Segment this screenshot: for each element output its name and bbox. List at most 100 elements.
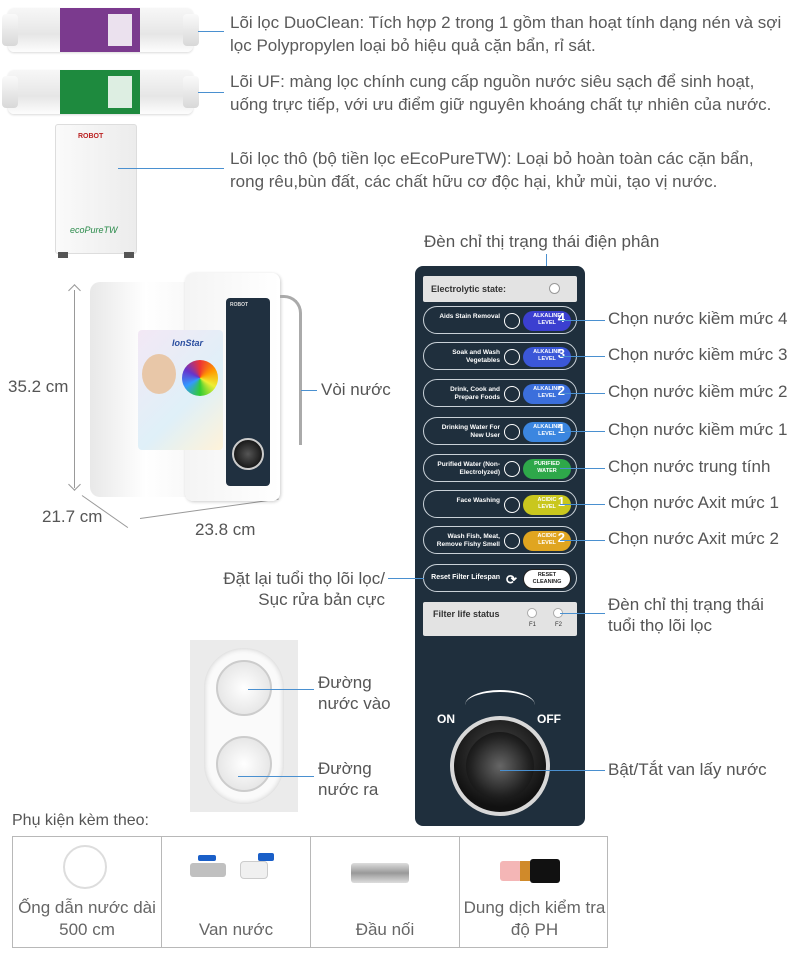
mode-pill-top: ACIDIC — [537, 533, 557, 539]
mode-pill-bottom: LEVEL — [538, 393, 556, 399]
reset-callout: Đặt lại tuổi thọ lõi lọc/ Sục rửa bản cự… — [223, 569, 385, 609]
filter-status-callout: Đèn chỉ thị trạng thái tuổi thọ lõi lọc — [608, 595, 764, 635]
filter-f1-light — [527, 608, 537, 618]
accessory-valve: Van nước — [162, 837, 311, 947]
accessories-table: Ống dẫn nước dài 500 cm Van nước Đầu nối… — [12, 836, 608, 948]
mode-callout-6: Chọn nước Axit mức 1 — [608, 493, 779, 512]
accessories-title: Phụ kiện kèm theo: — [12, 812, 149, 829]
mode-pill-top: ALKALINE — [533, 313, 561, 319]
mode-pill-top: ALKALINE — [533, 386, 561, 392]
mode-icon — [504, 461, 520, 477]
machine-brand: ROBOT — [230, 302, 249, 308]
callout-line — [560, 468, 605, 469]
reset-filter-text: Reset Filter Lifespan — [431, 574, 500, 581]
water-inlet-label: Đường nước vào — [318, 673, 391, 713]
electrolytic-status-label: Electrolytic state: — [431, 284, 507, 294]
water-ports-image — [190, 640, 298, 812]
ph-test-image — [500, 861, 522, 881]
mode-pill-bottom: LEVEL — [538, 540, 556, 546]
mode-icon — [504, 386, 520, 402]
mode-button-text: Drink, Cook and Prepare Foods — [450, 386, 500, 401]
machine-mini-panel: ROBOT — [226, 298, 270, 486]
depth-label: 21.7 cm — [42, 507, 103, 526]
mode-button-text: Face Washing — [456, 497, 500, 504]
accessory-ph-test-label: Dung dịch kiểm tra độ PH — [463, 898, 606, 939]
accessory-hose: Ống dẫn nước dài 500 cm — [13, 837, 162, 947]
accessory-hose-label: Ống dẫn nước dài 500 cm — [18, 898, 156, 939]
accessory-ph-test: Dung dịch kiểm tra độ PH — [460, 837, 609, 947]
water-inlet-port — [216, 660, 272, 716]
water-outlet-port — [216, 736, 272, 792]
machine-series: IonStar — [172, 338, 204, 348]
accessory-connector-label: Đầu nối — [355, 920, 415, 939]
callout-line — [560, 431, 605, 432]
prefilter-description: Lõi lọc thô (bộ tiền lọc eEcoPureTW): Lo… — [230, 149, 754, 191]
off-label: OFF — [537, 712, 561, 726]
mode-pill-bottom: LEVEL — [538, 356, 556, 362]
mode-icon — [504, 349, 520, 365]
callout-line — [560, 540, 605, 541]
mode-icon — [504, 497, 520, 513]
mode-button-text: Soak and Wash Vegetables — [452, 349, 500, 364]
mode-pill-number: 1 — [557, 421, 565, 436]
accessory-connector: Đầu nối — [311, 837, 460, 947]
mode-pill-top: ACIDIC — [537, 497, 557, 503]
faucet-label: Vòi nước — [321, 380, 391, 399]
water-outlet-label: Đường nước ra — [318, 759, 379, 799]
mode-button-5[interactable]: Purified Water (Non-Electrolyzed)PURIFIE… — [423, 454, 577, 482]
knob-arc-arrow — [465, 690, 535, 720]
mode-callout-5: Chọn nước trung tính — [608, 457, 771, 476]
mode-pill-number: 2 — [557, 383, 565, 398]
mode-callout-1: Chọn nước kiềm mức 4 — [608, 309, 788, 328]
prefilter-logo: ecoPureTW — [70, 225, 118, 235]
filter-f1-label: F1 — [529, 622, 537, 628]
mode-callout-4: Chọn nước kiềm mức 1 — [608, 420, 788, 439]
reset-filter-button[interactable]: Reset Filter Lifespan ⟳ RESET CLEANING — [423, 564, 577, 592]
reset-pill-bottom: CLEANING — [532, 579, 562, 585]
hose-image — [63, 845, 107, 889]
mode-button-text: Purified Water (Non-Electrolyzed) — [437, 461, 500, 476]
mode-pill-number: 3 — [557, 346, 565, 361]
height-label: 35.2 cm — [8, 377, 69, 396]
width-label: 23.8 cm — [195, 520, 256, 539]
mode-callout-7: Chọn nước Axit mức 2 — [608, 529, 779, 548]
mode-pill-bottom: WATER — [537, 468, 557, 474]
mode-pill-bottom: LEVEL — [538, 320, 556, 326]
mode-pill-bottom: LEVEL — [538, 431, 556, 437]
mode-button-7[interactable]: Wash Fish, Meat, Remove Fishy Smell ACIDI… — [423, 526, 577, 554]
mode-callout-2: Chọn nước kiềm mức 3 — [608, 345, 788, 364]
mode-pill-top: ALKALINE — [533, 349, 561, 355]
duoclean-filter-image — [2, 8, 199, 52]
mode-button-text: Drinking Water For New User — [441, 424, 500, 439]
mode-pill-top: ALKALINE — [533, 424, 561, 430]
reset-pill-top: RESET — [537, 572, 557, 578]
on-label: ON — [437, 712, 455, 726]
knob-callout: Bật/Tắt van lấy nước — [608, 760, 767, 779]
filter-life-label: Filter life status — [433, 609, 500, 619]
refresh-icon: ⟳ — [506, 572, 517, 587]
machine-mini-knob — [232, 438, 264, 470]
mode-callout-3: Chọn nước kiềm mức 2 — [608, 382, 788, 401]
water-valve-knob[interactable] — [450, 716, 550, 816]
accessory-valve-label: Van nước — [198, 920, 274, 939]
electrolytic-status-box: Electrolytic state: — [423, 276, 577, 302]
mode-pill-number: 1 — [557, 494, 565, 509]
valve-image — [190, 863, 226, 877]
mode-button-text: Wash Fish, Meat, Remove Fishy Smell — [436, 533, 500, 548]
mode-pill-number: 4 — [557, 310, 565, 325]
mode-icon — [504, 533, 520, 549]
mode-pill-bottom: LEVEL — [538, 504, 556, 510]
mode-icon — [504, 313, 520, 329]
callout-line — [560, 320, 605, 321]
